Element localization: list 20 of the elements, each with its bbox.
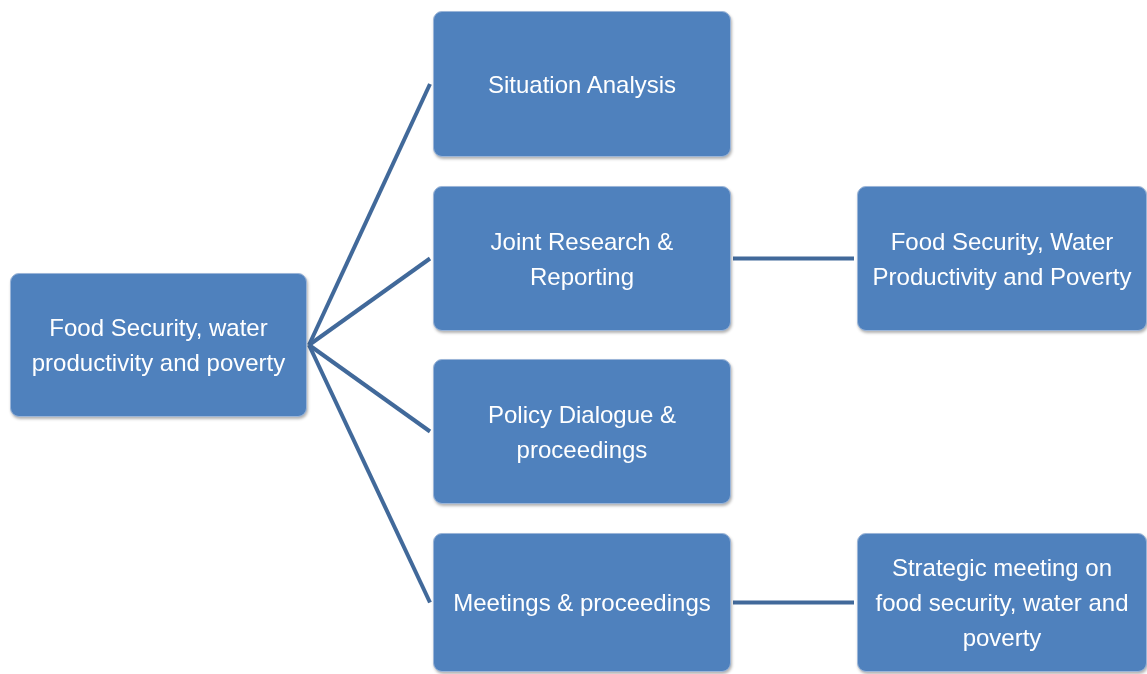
process-box bbox=[857, 186, 1147, 331]
process-box bbox=[10, 273, 307, 417]
process-box bbox=[433, 11, 731, 157]
box-label: Policy Dialogue & proceedings bbox=[486, 399, 678, 465]
box-label: Strategic meeting on food security, water and poverty bbox=[874, 553, 1130, 653]
process-box bbox=[433, 186, 731, 331]
connector-line bbox=[307, 256, 432, 347]
connector-line bbox=[307, 344, 432, 604]
box-label: Food Security, Water Productivity and Poverty bbox=[871, 226, 1133, 292]
connector-line bbox=[733, 600, 854, 605]
process-box bbox=[433, 359, 731, 504]
process-box bbox=[433, 533, 731, 672]
box-label: Meetings & proceedings bbox=[452, 588, 712, 618]
box-label: Food Security, water productivity and poverty bbox=[30, 313, 287, 378]
connector-line bbox=[307, 343, 432, 434]
connector-line bbox=[307, 83, 432, 346]
box-label: Joint Research & Reporting bbox=[489, 226, 675, 292]
connector-line bbox=[733, 256, 854, 261]
process-box bbox=[857, 533, 1147, 672]
box-label: Situation Analysis bbox=[486, 69, 678, 100]
